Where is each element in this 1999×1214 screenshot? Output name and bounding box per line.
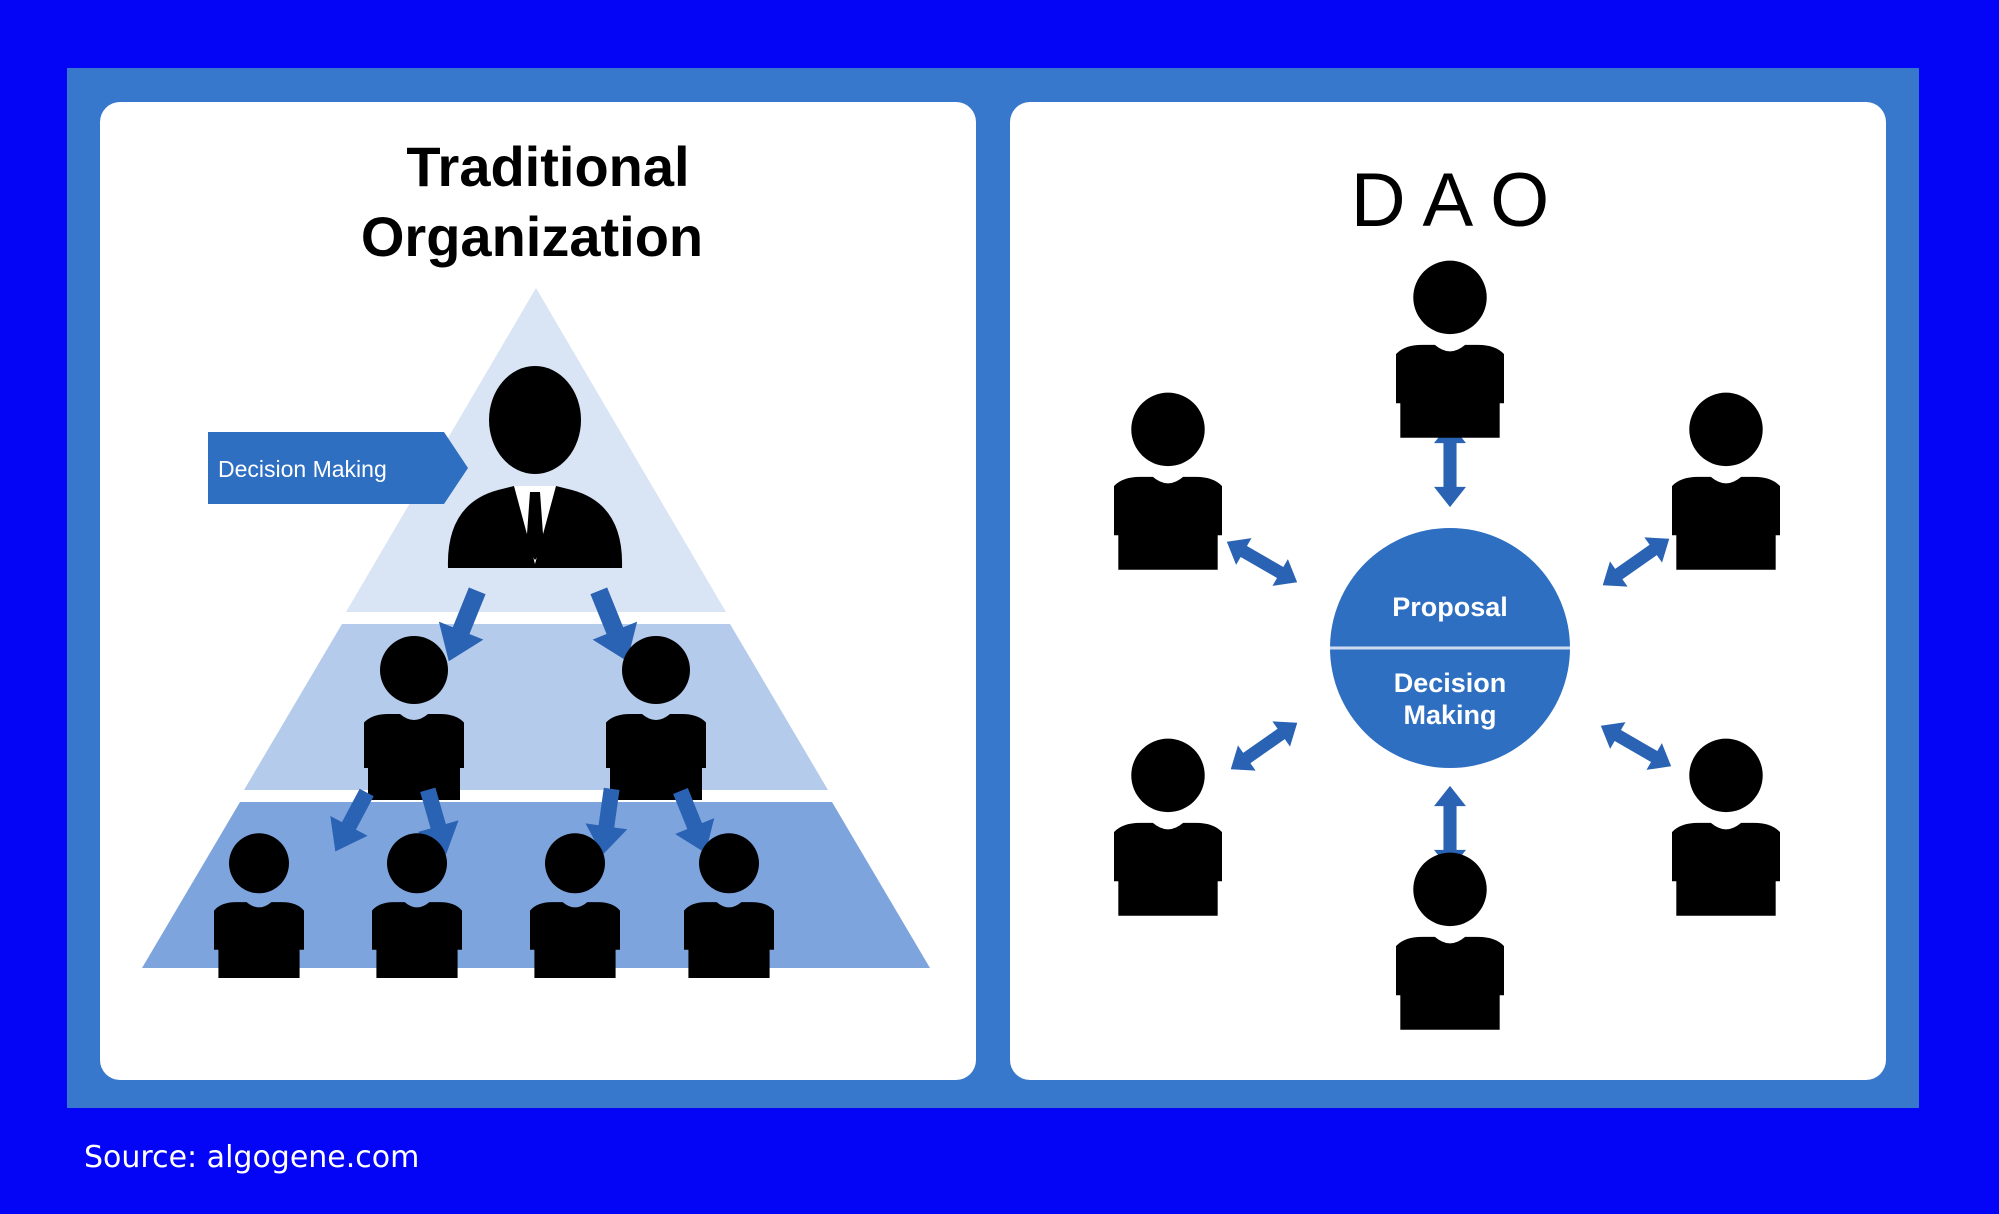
- source-caption: Source: algogene.com: [84, 1140, 420, 1175]
- decision-making-callout: Decision Making: [208, 432, 468, 504]
- person-icon: [1396, 260, 1504, 438]
- double-arrow-icon: [1593, 526, 1679, 598]
- traditional-organization-panel: Traditional Organization Decision Making: [100, 102, 976, 1080]
- diagram-frame: Traditional Organization Decision Making: [67, 68, 1919, 1108]
- dao-panel: D A O Proposal Decision Making: [1010, 102, 1886, 1080]
- person-icon: [1672, 392, 1780, 570]
- circle-label-decision: Decision: [1394, 668, 1507, 698]
- proposal-decision-circle: Proposal Decision Making: [1330, 528, 1570, 768]
- pyramid-tier-middle: [244, 624, 828, 790]
- businessman-icon: [447, 366, 623, 568]
- double-arrow-icon: [1593, 712, 1679, 780]
- person-icon: [1672, 738, 1780, 916]
- decision-making-callout-label: Decision Making: [218, 456, 387, 482]
- traditional-title-line2: Organization: [361, 205, 703, 268]
- person-icon: [1114, 392, 1222, 570]
- person-icon: [1396, 852, 1504, 1030]
- double-arrow-icon: [1219, 528, 1305, 596]
- circle-label-proposal: Proposal: [1392, 592, 1508, 622]
- person-icon: [1114, 738, 1222, 916]
- traditional-title-line1: Traditional: [406, 135, 689, 198]
- double-arrow-icon: [1221, 710, 1307, 782]
- circle-label-making: Making: [1403, 700, 1496, 730]
- dao-title: D A O: [1351, 158, 1550, 243]
